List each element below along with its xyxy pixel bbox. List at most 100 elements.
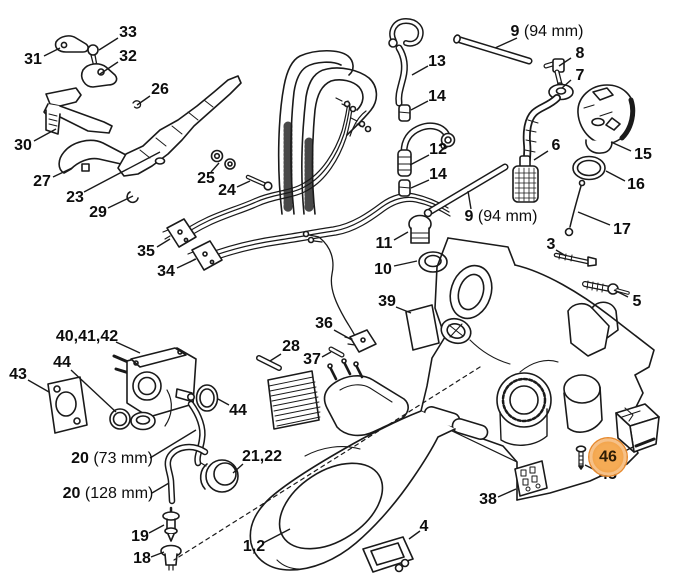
leader-line bbox=[151, 482, 170, 494]
leader-line bbox=[33, 128, 57, 142]
leader-line bbox=[605, 170, 626, 182]
leader-line bbox=[409, 154, 430, 166]
part-label: 23 bbox=[66, 190, 84, 206]
leader-line bbox=[395, 306, 412, 314]
part-label: 40,41,42 bbox=[56, 329, 118, 345]
part-label: 26 bbox=[151, 82, 169, 98]
part-label: 15 bbox=[634, 147, 652, 163]
part-number: 16 bbox=[627, 176, 645, 193]
part-number: 24 bbox=[218, 182, 236, 199]
trigger-drawing bbox=[80, 63, 118, 88]
leader-line bbox=[610, 141, 632, 152]
part-number: 15 bbox=[634, 146, 652, 163]
gasket-43-drawing bbox=[47, 376, 88, 434]
leader-line bbox=[410, 179, 430, 189]
sticker-38-drawing bbox=[514, 460, 548, 497]
part-label: 24 bbox=[218, 183, 236, 199]
screw-45-drawing bbox=[575, 445, 587, 470]
leader-line bbox=[494, 37, 518, 49]
part-label: 43 bbox=[9, 367, 27, 383]
part-label: 44 bbox=[53, 355, 71, 371]
leader-line bbox=[156, 238, 171, 248]
part-number: 35 bbox=[137, 243, 155, 260]
sticker-39-drawing bbox=[405, 304, 440, 351]
part-number: 43 bbox=[9, 366, 27, 383]
part-label: 31 bbox=[24, 52, 42, 68]
part-number: 29 bbox=[89, 204, 107, 221]
leader-line bbox=[393, 260, 418, 267]
leader-line bbox=[210, 162, 220, 173]
leader-line bbox=[232, 463, 244, 474]
impulse-hose-13-drawing bbox=[388, 18, 424, 107]
o-ring-44-right-drawing bbox=[195, 384, 219, 412]
part-label: 35 bbox=[137, 244, 155, 260]
part-number: 34 bbox=[157, 263, 175, 280]
part-label: 38 bbox=[479, 492, 497, 508]
fuel-line-9-top-drawing bbox=[453, 34, 533, 65]
pin-28-drawing bbox=[256, 355, 282, 371]
part-number: 11 bbox=[375, 235, 393, 252]
fuel-filter-6-drawing bbox=[512, 155, 539, 203]
part-label: 37 bbox=[303, 352, 321, 368]
part-number: 44 bbox=[229, 402, 247, 419]
leader-line bbox=[83, 151, 161, 193]
part-label: 9 (94 mm) bbox=[465, 209, 538, 225]
part-label: 39 bbox=[378, 294, 396, 310]
part-number-suffix: (73 mm) bbox=[88, 450, 153, 467]
part-number: 7 bbox=[575, 67, 585, 84]
part-label: 1,2 bbox=[243, 539, 265, 555]
washers-25-drawing bbox=[210, 149, 236, 170]
leader-line bbox=[321, 351, 332, 358]
part-number: 27 bbox=[33, 173, 51, 190]
part-label: 7 bbox=[576, 68, 585, 84]
leader-line bbox=[333, 329, 353, 341]
leader-line bbox=[27, 379, 50, 393]
leader-line bbox=[497, 488, 517, 498]
part-number: 13 bbox=[428, 53, 446, 70]
part-number: 14 bbox=[428, 88, 446, 105]
wire-harness-drawing bbox=[175, 100, 451, 265]
leader-line bbox=[115, 341, 141, 354]
part-number: 40,41,42 bbox=[55, 328, 119, 345]
part-number: 4 bbox=[419, 518, 429, 535]
leader-line bbox=[613, 289, 629, 298]
screw-5-drawing bbox=[582, 280, 630, 295]
part-number: 38 bbox=[479, 491, 497, 508]
part-label: 10 bbox=[374, 262, 392, 278]
part-label: 34 bbox=[157, 264, 175, 280]
part-label: 3 bbox=[547, 237, 556, 253]
primer-base-21-22-drawing bbox=[199, 459, 239, 493]
grommet-18-drawing bbox=[160, 544, 182, 571]
handle-molding-drawing bbox=[117, 75, 242, 177]
valve-19-drawing bbox=[162, 506, 180, 542]
leader-line bbox=[136, 95, 151, 106]
interlock-lever-drawing bbox=[58, 139, 130, 174]
part-label: 14 bbox=[429, 167, 447, 183]
leader-line bbox=[555, 249, 567, 257]
buffer-4-drawing bbox=[362, 536, 414, 573]
part-label: 9 (94 mm) bbox=[511, 24, 584, 40]
retainer-17-drawing bbox=[564, 179, 586, 237]
part-number-suffix: (128 mm) bbox=[80, 485, 154, 502]
part-label: 20 (73 mm) bbox=[71, 451, 153, 467]
part-label: 4 bbox=[420, 519, 429, 535]
o-ring-44-left-drawing bbox=[109, 408, 131, 430]
o-ring-16-drawing bbox=[572, 155, 606, 181]
pin-37-drawing bbox=[328, 346, 345, 358]
carburetor-drawing bbox=[112, 347, 197, 431]
leader-line bbox=[107, 195, 134, 209]
leader-line bbox=[558, 57, 572, 67]
part-label: 32 bbox=[119, 49, 137, 65]
part-label: 28 bbox=[282, 339, 300, 355]
part-number: 1,2 bbox=[242, 538, 266, 555]
part-number: 17 bbox=[613, 221, 631, 238]
part-number-suffix: (94 mm) bbox=[519, 23, 584, 40]
part-label: 11 bbox=[376, 236, 393, 252]
leader-line bbox=[43, 47, 61, 57]
leader-line bbox=[561, 79, 572, 89]
leader-line bbox=[149, 429, 197, 459]
